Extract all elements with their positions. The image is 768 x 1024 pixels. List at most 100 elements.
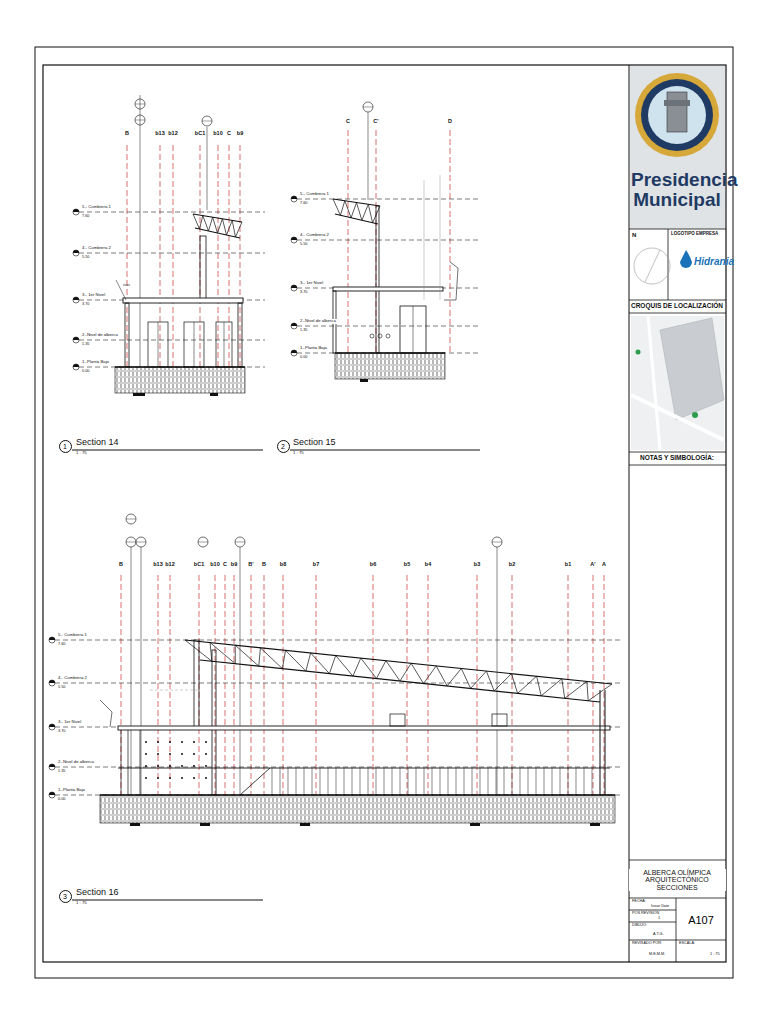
block-dot xyxy=(157,753,159,755)
grid-label: b10 xyxy=(212,131,223,137)
grid-line xyxy=(215,575,216,795)
level-line xyxy=(297,353,480,354)
footing xyxy=(360,379,368,382)
fixture xyxy=(370,334,374,338)
level-marker xyxy=(291,350,297,353)
level-name: 4.- Cumbrera 2 xyxy=(81,246,112,251)
grid-line xyxy=(170,575,171,795)
grid-line xyxy=(158,575,159,795)
level-line xyxy=(79,212,265,213)
grid-bubble xyxy=(126,514,136,524)
railing-bar xyxy=(488,768,489,795)
grid-label: b6 xyxy=(369,562,377,568)
column xyxy=(605,690,606,795)
railing xyxy=(100,700,112,727)
footing xyxy=(470,823,480,826)
grid-label: b9 xyxy=(236,131,244,137)
block-dot xyxy=(181,765,183,767)
title-underline xyxy=(290,450,480,451)
level-name: 2.-Nivel de alberca xyxy=(57,760,95,765)
footing xyxy=(210,393,218,396)
fixture xyxy=(378,334,382,338)
level-marker xyxy=(73,209,79,215)
level-value: 0.00 xyxy=(81,369,90,373)
grid-label: b13 xyxy=(152,562,163,568)
railing-bar xyxy=(272,768,273,795)
post xyxy=(440,175,441,300)
line xyxy=(629,465,726,466)
grid-line xyxy=(240,145,241,367)
level-marker xyxy=(73,364,79,370)
grid-bubble xyxy=(126,519,136,520)
level-value: 5.50 xyxy=(81,255,90,259)
company-logo: Hidrania xyxy=(693,257,735,268)
railing-bar xyxy=(432,768,433,795)
level-line xyxy=(297,326,480,327)
node-text: 3 xyxy=(63,893,67,900)
grid-bubble xyxy=(235,542,245,543)
level-marker xyxy=(73,337,79,343)
grid-label: C xyxy=(222,562,228,568)
section-title: Section 15 xyxy=(292,438,337,447)
level-name: 4.- Cumbrera 2 xyxy=(299,233,330,238)
level-value: 5.50 xyxy=(57,685,66,689)
door xyxy=(216,322,232,367)
level-marker xyxy=(49,637,55,643)
railing-bar xyxy=(536,768,537,795)
field-value: M.E.M.M. xyxy=(648,952,666,956)
door xyxy=(390,714,405,726)
level-line xyxy=(55,683,620,684)
node-text: 2 xyxy=(281,443,285,450)
railing-bar xyxy=(504,768,505,795)
logo-seal xyxy=(635,73,719,157)
level-value: 3.70 xyxy=(299,290,308,294)
railing-bar xyxy=(328,768,329,795)
grid-label: A' xyxy=(589,562,596,568)
level-value: 1.35 xyxy=(299,328,308,332)
slab xyxy=(333,287,443,291)
line xyxy=(629,313,726,314)
grid-label: A xyxy=(601,562,607,568)
level-marker xyxy=(49,792,55,795)
grid-line xyxy=(316,575,317,795)
railing-bar xyxy=(336,768,337,795)
block-dot xyxy=(193,765,195,767)
grid-label: C' xyxy=(372,119,379,125)
door xyxy=(224,322,225,367)
section-scale: 1 : 75 xyxy=(292,451,305,456)
railing-bar xyxy=(480,768,481,795)
north-arrow xyxy=(634,248,670,284)
grid-line xyxy=(512,575,513,795)
railing-bar xyxy=(392,768,393,795)
level-line xyxy=(297,240,480,241)
railing-bar xyxy=(352,768,353,795)
wall xyxy=(194,640,199,727)
railing xyxy=(123,285,130,286)
level-line xyxy=(55,640,620,641)
grid-line xyxy=(477,575,478,795)
north-label: N xyxy=(631,232,637,238)
block-dot xyxy=(169,741,171,743)
location-map xyxy=(631,316,724,450)
level-marker xyxy=(49,637,55,640)
railing-bar xyxy=(368,768,369,795)
block-dot xyxy=(205,753,207,755)
level-name: 1.-Planta Baja xyxy=(81,360,110,365)
grid-label: b3 xyxy=(473,562,481,568)
level-name: 2.-Nivel de alberca xyxy=(81,333,119,338)
field-value: 1 : 75 xyxy=(709,952,721,956)
level-value: 7.60 xyxy=(299,201,308,205)
grid-line xyxy=(225,575,226,795)
grid-bubble xyxy=(202,121,212,122)
grid-label: b7 xyxy=(312,562,320,568)
grid-bubble xyxy=(492,542,502,543)
node-text: A107 xyxy=(688,915,714,926)
block-dot xyxy=(205,765,207,767)
level-line xyxy=(297,199,480,200)
grid-line xyxy=(121,575,122,795)
level-value: 7.60 xyxy=(57,642,66,646)
grid-label: B xyxy=(261,562,267,568)
level-name: 1.-Planta Baja xyxy=(57,788,86,793)
grid-line xyxy=(348,130,349,353)
level-value: 5.50 xyxy=(299,242,308,246)
